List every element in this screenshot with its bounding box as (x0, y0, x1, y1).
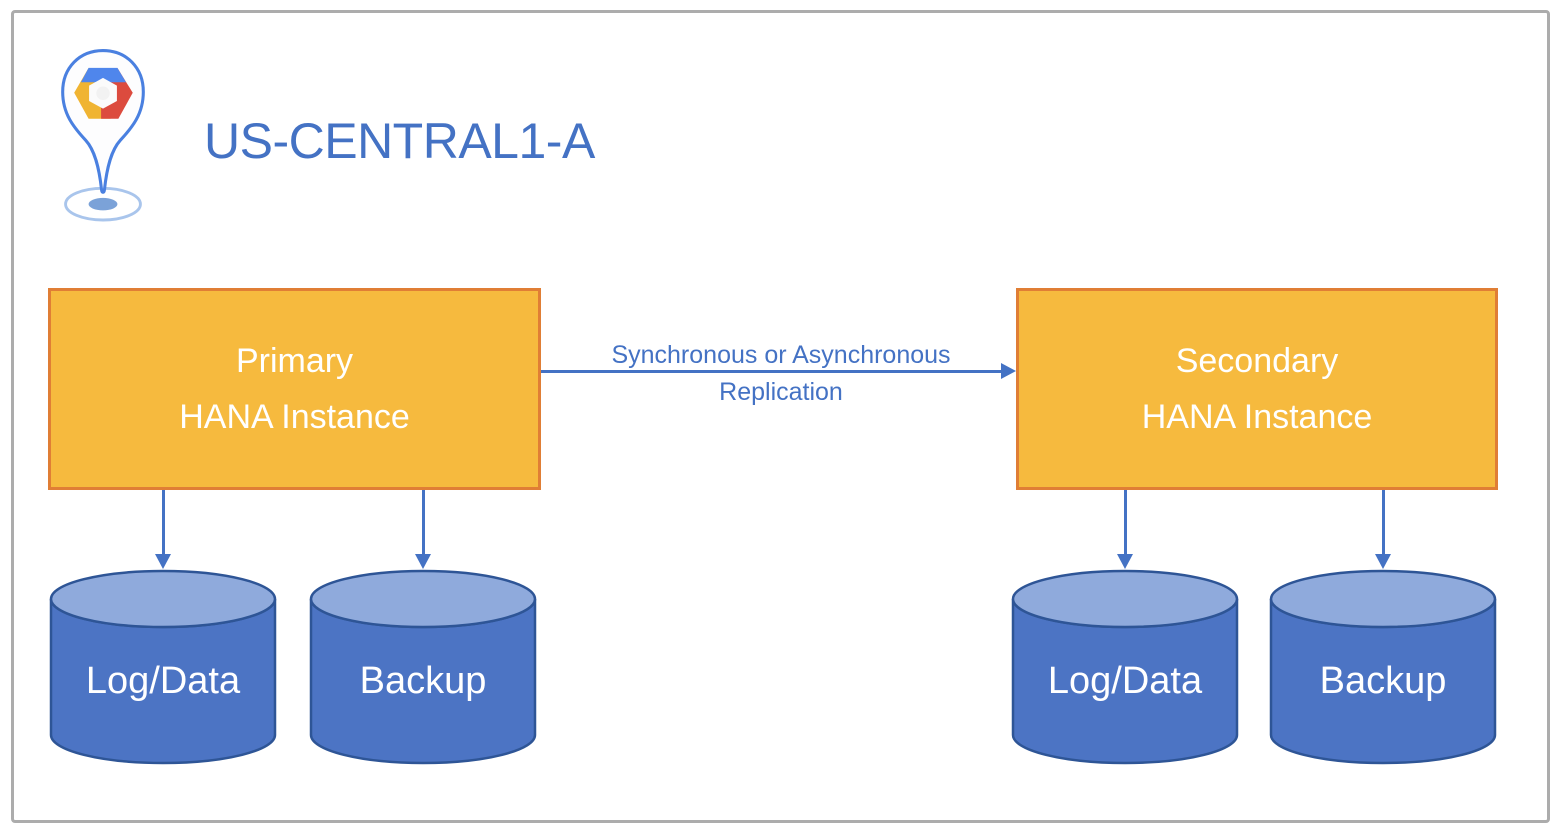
arrow-head-icon (1375, 554, 1391, 569)
disk-label: Backup (359, 660, 487, 702)
replication-label-line1: Synchronous or Asynchronous (611, 341, 951, 369)
zone-title: US-CENTRAL1-A (204, 113, 595, 169)
secondary-instance-label-line2: HANA Instance (1141, 398, 1373, 436)
database-cylinder-icon (49, 569, 277, 765)
arrow-head-icon (1117, 554, 1133, 569)
disk-secondary-logdata: Log/Data (1010, 568, 1240, 768)
disk-primary-logdata: Log/Data (48, 568, 278, 768)
database-cylinder-icon (1269, 569, 1497, 765)
primary-instance-label-line1: Primary (235, 342, 354, 380)
primary-instance-label-line2: HANA Instance (179, 398, 410, 436)
database-cylinder-icon (309, 569, 537, 765)
replication-arrow-head-icon (1001, 363, 1016, 379)
gcp-location-pin-icon (61, 49, 145, 222)
arrow-primary-to-logdata (155, 490, 171, 570)
primary-hana-instance-box: Primary HANA Instance (48, 288, 541, 490)
arrow-secondary-to-backup (1375, 490, 1391, 570)
arrow-head-icon (415, 554, 431, 569)
replication-label-line2: Replication (719, 378, 843, 406)
disk-label: Log/Data (1047, 660, 1203, 702)
disk-label: Backup (1319, 660, 1447, 702)
logo-blue-segment (80, 67, 127, 83)
gcp-hexagon-logo (74, 67, 133, 119)
database-cylinder-icon (1011, 569, 1239, 765)
arrow-secondary-to-logdata (1117, 490, 1133, 570)
secondary-hana-instance-box: Secondary HANA Instance (1016, 288, 1498, 490)
replication-label: Synchronous or Asynchronous Replication (556, 337, 1006, 411)
secondary-instance-label-line1: Secondary (1175, 342, 1339, 380)
replication-arrow-line (541, 370, 1002, 373)
arrow-primary-to-backup (415, 490, 431, 570)
disk-label: Log/Data (85, 660, 241, 702)
disk-primary-backup: Backup (308, 568, 538, 768)
arrow-head-icon (155, 554, 171, 569)
disk-secondary-backup: Backup (1268, 568, 1498, 768)
logo-center-dot (96, 86, 110, 100)
pin-base-dot (88, 197, 118, 211)
